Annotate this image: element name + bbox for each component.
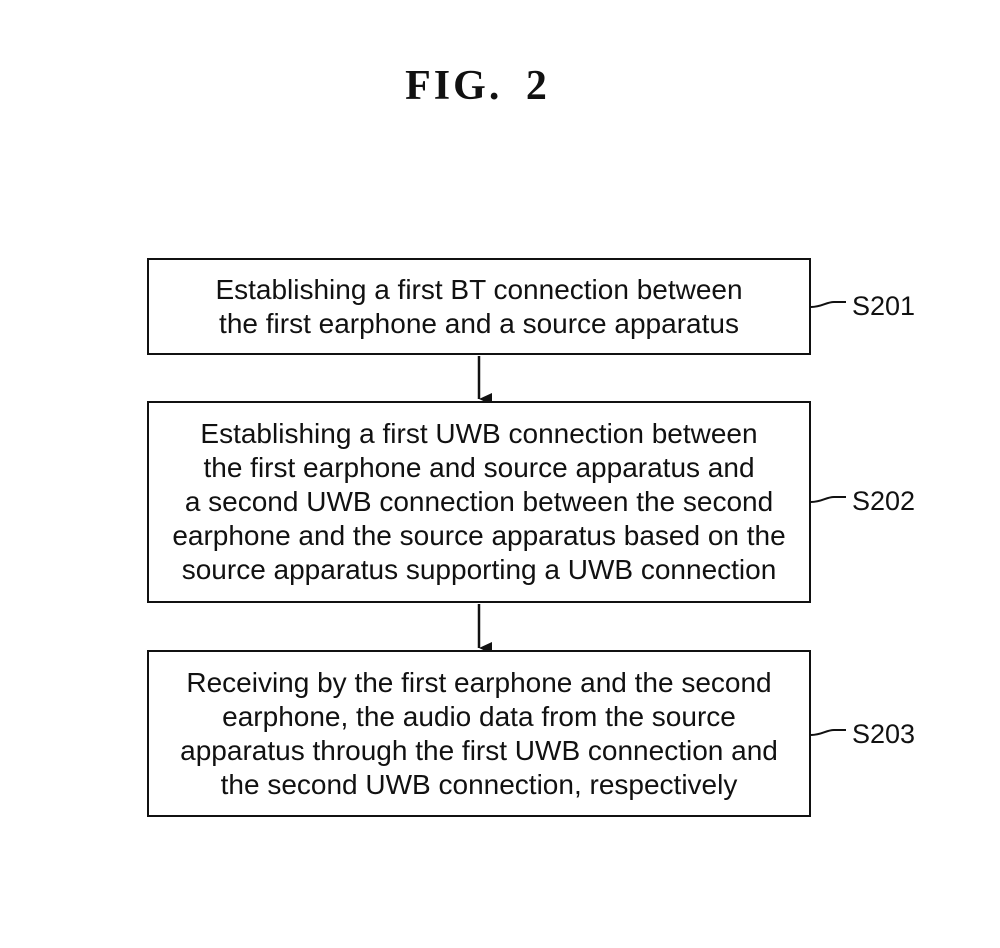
step-label-s203: S203 [852, 719, 916, 749]
leader-line-s202 [810, 496, 846, 503]
figure-title: FIG. 2 [405, 63, 550, 109]
step-line: a second UWB connection between the seco… [184, 486, 774, 517]
step-line: the first earphone and a source apparatu… [219, 307, 739, 339]
step-label-s202: S202 [852, 486, 916, 516]
step-line: the first earphone and source apparatus … [203, 452, 755, 483]
step-line: earphone, the audio data from the source [222, 700, 736, 732]
step-line: apparatus through the first UWB connecti… [180, 734, 778, 766]
step-line: the second UWB connection, respectively [220, 768, 738, 800]
step-text-s203: Receiving by the first earphone and the … [180, 666, 778, 802]
step-box-s202: Establishing a first UWB connection betw… [147, 401, 811, 603]
step-line: Receiving by the first earphone and the … [186, 666, 772, 698]
step-line: source apparatus supporting a UWB connec… [181, 554, 777, 585]
step-label-s201: S201 [852, 291, 916, 321]
step-line: Establishing a first BT connection betwe… [215, 273, 743, 305]
step-line: Establishing a first UWB connection betw… [200, 418, 758, 449]
step-line: earphone and the source apparatus based … [172, 520, 786, 551]
step-text-s201: Establishing a first BT connection betwe… [215, 273, 742, 341]
step-text-s202: Establishing a first UWB connection betw… [172, 417, 785, 587]
leader-line-s203 [810, 729, 846, 736]
leader-line-s201 [810, 301, 846, 308]
step-box-s201: Establishing a first BT connection betwe… [147, 258, 811, 355]
step-box-s203: Receiving by the first earphone and the … [147, 650, 811, 817]
